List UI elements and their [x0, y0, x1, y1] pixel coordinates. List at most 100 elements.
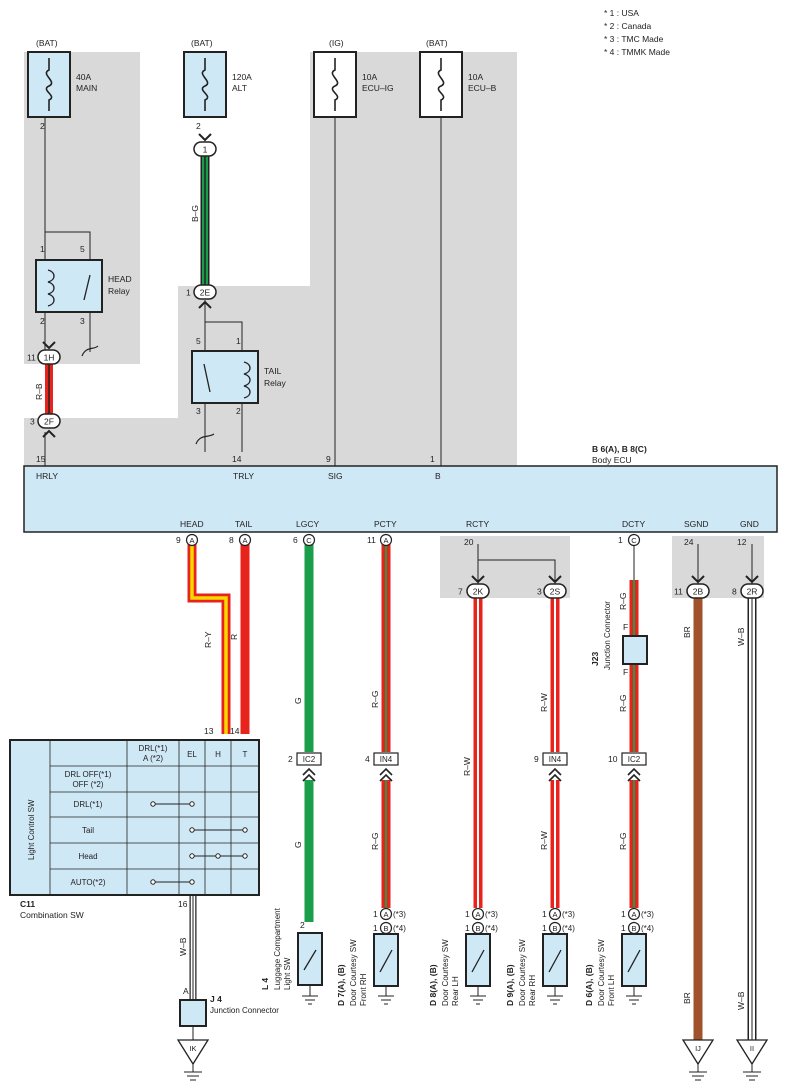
body-ecu: B 6(A), B 8(C) Body ECU 15 HRLY 14 TRLY …	[23, 444, 778, 547]
d6-ground-icon	[626, 986, 642, 1005]
d8-name: Door Courtesy SW	[441, 939, 450, 1006]
connector-2e: 2E 1	[186, 284, 217, 309]
wire-rb-label: R–B	[34, 383, 44, 400]
head-relay: 1 5 2 3 HEAD Relay	[35, 244, 132, 326]
connector-1-id: 1	[203, 145, 208, 155]
d9-pin-1b: 1	[542, 923, 547, 933]
wire-br: BR BR	[682, 598, 703, 1040]
d9-sub: Rear RH	[528, 975, 537, 1006]
d6-con-b: B	[631, 924, 636, 933]
d8-code: D 8(A), (B)	[428, 964, 438, 1006]
note-2: * 2 : Canada	[604, 21, 652, 31]
ground-ik-icon	[184, 1064, 202, 1081]
fuse-alt-icon	[201, 58, 209, 111]
ecu-pin-lgcy: 6	[293, 535, 298, 545]
fuse-alt-pin: 2	[196, 121, 201, 131]
ground-ik-label: IK	[189, 1044, 196, 1053]
tail-relay-pin-1: 1	[236, 336, 241, 346]
tail-relay-pin-2: 2	[236, 406, 241, 416]
ecu-label-gnd: GND	[740, 519, 759, 529]
wire-rg-label-pcty-lower: R–G	[370, 833, 380, 850]
d8-note-a: (*3)	[485, 910, 498, 919]
d7-switch-icon	[379, 949, 393, 973]
head-relay-pin-5: 5	[80, 244, 85, 254]
wire-br-label-lower: BR	[682, 992, 692, 1004]
fuse-ecu-b-source: (BAT)	[426, 38, 448, 48]
wire-rg-label-dcty-1: R–G	[618, 593, 628, 610]
wire-rw-label-right-lower: R–W	[539, 831, 549, 850]
connector-2b: 2B 11	[674, 575, 710, 599]
connector-2s-chevron-icon	[548, 575, 562, 584]
fuse-main-icon	[45, 58, 53, 111]
j23-code: J23	[590, 652, 600, 666]
switch-d7: 1 A (*3) 1 B (*4) D 7(A), (B) Door Court…	[336, 907, 406, 1006]
ecu-pin-sgnd: 24	[684, 537, 694, 547]
ecu-pin-pcty: 11	[367, 535, 376, 545]
connector-2f-chevron-icon	[42, 429, 56, 438]
ecu-label-trly: TRLY	[233, 471, 254, 481]
connector-1h-id: 1H	[44, 353, 55, 363]
wire-wb-c11: W–B	[178, 895, 197, 1000]
connector-1-chevron-icon	[198, 133, 212, 142]
ecu-label-sig: SIG	[328, 471, 343, 481]
connector-2s: 2S 3	[537, 575, 567, 599]
wire-g-label-lower: G	[293, 841, 303, 848]
d7-code: D 7(A), (B)	[336, 964, 346, 1006]
c11-pin-14: 14	[230, 726, 240, 736]
ecu-pin-rcty: 20	[464, 537, 474, 547]
ecu-pin-tail: 8	[229, 535, 234, 545]
ground-ik: IK	[176, 1039, 210, 1081]
connector-2k: 2K 7	[458, 575, 490, 599]
l4-sub: Light SW	[283, 957, 292, 990]
wire-wb-label-lower: W–B	[736, 991, 746, 1010]
connector-2k-chevron-icon	[471, 575, 485, 584]
ecu-con-dcty: C	[631, 536, 637, 545]
ic2-right-id: IC2	[628, 755, 641, 764]
notes: * 1 : USA * 2 : Canada * 3 : TMC Made * …	[604, 8, 670, 57]
d6-sub: Front LH	[607, 975, 616, 1006]
head-relay-contact-icon	[83, 274, 91, 301]
fuse-alt-amp: 120A	[232, 72, 252, 82]
connector-2e-chevron-icon	[198, 300, 212, 309]
head-relay-pin-1: 1	[40, 244, 45, 254]
wire-rg-label-dcty-3: R–G	[618, 833, 628, 850]
ic2-left-chevron-icon	[302, 767, 316, 782]
d8-note-b: (*4)	[485, 924, 498, 933]
ecu-label-b: B	[435, 471, 441, 481]
connector-2k-pin: 7	[458, 587, 463, 597]
inline-connector-ic2-left: 2 IC2	[288, 752, 322, 782]
c11-row-tail: Tail	[82, 826, 94, 835]
c11-row-off: OFF (*2)	[72, 780, 103, 789]
d8-switch-icon	[471, 949, 485, 973]
d8-con-a: A	[475, 910, 480, 919]
d7-ground-icon	[378, 986, 394, 1005]
ecu-con-tail: A	[242, 536, 247, 545]
connector-2r-pin: 8	[732, 587, 737, 597]
head-relay-pin-2: 2	[40, 316, 45, 326]
tail-relay-contact-icon	[203, 363, 211, 393]
c11-row-drl: DRL(*1)	[74, 800, 103, 809]
c11-side-label: Light Control SW	[27, 799, 36, 860]
wire-ry-label: R–Y	[203, 631, 213, 648]
tail-relay: 5 1 3 2 TAIL Relay	[191, 336, 286, 416]
connector-1: 1	[193, 133, 217, 157]
d6-note-b: (*4)	[641, 924, 654, 933]
d6-code: D 6(A), (B)	[584, 964, 594, 1006]
ecu-con-pcty: A	[383, 536, 388, 545]
ecu-pin-dcty: 1	[618, 535, 623, 545]
fuse-ecu-b-icon	[437, 58, 445, 111]
wire-wb: W–B W–B	[736, 598, 757, 1040]
switch-d9: 1 A (*3) 1 B (*4) D 9(A), (B) Door Court…	[505, 907, 575, 1006]
d8-con-b: B	[475, 924, 480, 933]
wire-r-label: R	[229, 634, 239, 640]
wire-rw-left: R–W	[462, 598, 483, 908]
inline-connector-in4-right: 9 IN4	[534, 752, 568, 782]
d7-pin-1b: 1	[373, 923, 378, 933]
connector-2r-id: 2R	[747, 587, 758, 597]
ground-ii-icon	[743, 1064, 761, 1081]
junction-j23: F F J23 Junction Connector	[590, 601, 648, 677]
fuse-main-name: MAIN	[76, 83, 97, 93]
c11-header-h: H	[215, 750, 221, 759]
inline-connector-in4-left: 4 IN4	[365, 752, 399, 782]
